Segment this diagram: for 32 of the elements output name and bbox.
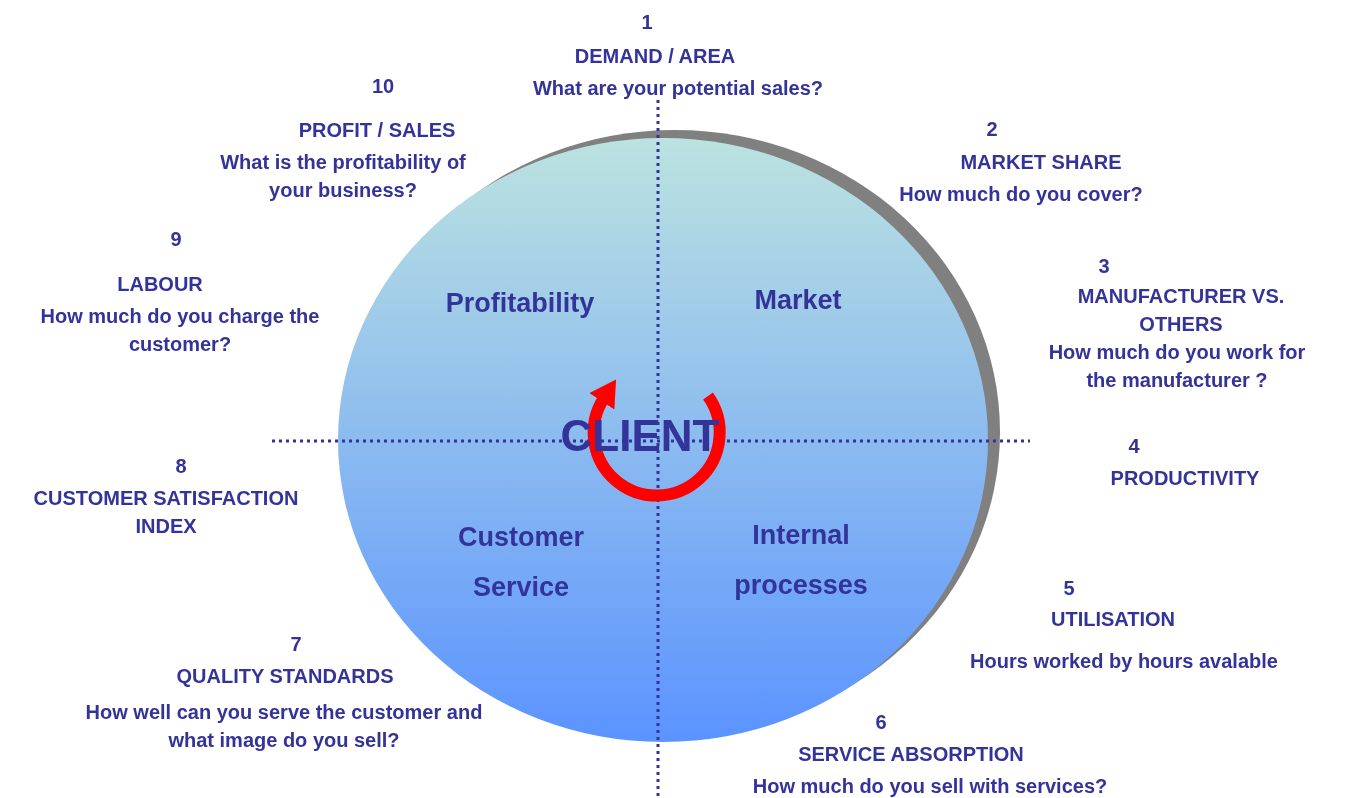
item-question: Hours worked by hours avalable [969,649,1279,674]
item-heading: SERVICE ABSORPTION [797,742,1025,767]
quadrant-title: Profitability [444,287,596,320]
item-question: How well can you serve the customer and what image do you sell? [84,700,484,753]
item-heading: QUALITY STANDARDS [175,664,395,689]
quadrant-title: Internal processes [733,519,869,602]
item-question: How much do you work for the manufacturer ? [1047,340,1307,393]
item-number: 7 [289,632,303,657]
item-heading: MANUFACTURER VS. OTHERS [1076,284,1286,337]
item-number: 2 [985,117,999,142]
item-number: 6 [874,710,888,735]
item-question: What are your potential sales? [531,76,825,101]
item-heading: CUSTOMER SATISFACTION INDEX [32,486,300,539]
item-number: 1 [640,10,654,35]
quadrant-title: Market [753,284,843,317]
item-heading: MARKET SHARE [959,150,1123,175]
item-question: How much do you charge the customer? [40,304,320,357]
item-number: 5 [1062,576,1076,601]
item-question: What is the profitability of your business? [219,150,467,203]
item-heading: PROFIT / SALES [297,118,457,143]
item-number: 4 [1127,434,1141,459]
item-heading: DEMAND / AREA [573,44,737,69]
item-question: How much do you sell with services? [751,774,1109,798]
item-number: 8 [174,454,188,479]
quadrant-title: Customer Service [457,521,585,604]
item-number: 10 [370,74,396,99]
item-heading: UTILISATION [1049,607,1177,632]
item-number: 3 [1097,254,1111,279]
item-heading: PRODUCTIVITY [1109,466,1261,491]
item-question: How much do you cover? [898,182,1144,207]
item-number: 9 [169,227,183,252]
item-heading: LABOUR [116,272,204,297]
